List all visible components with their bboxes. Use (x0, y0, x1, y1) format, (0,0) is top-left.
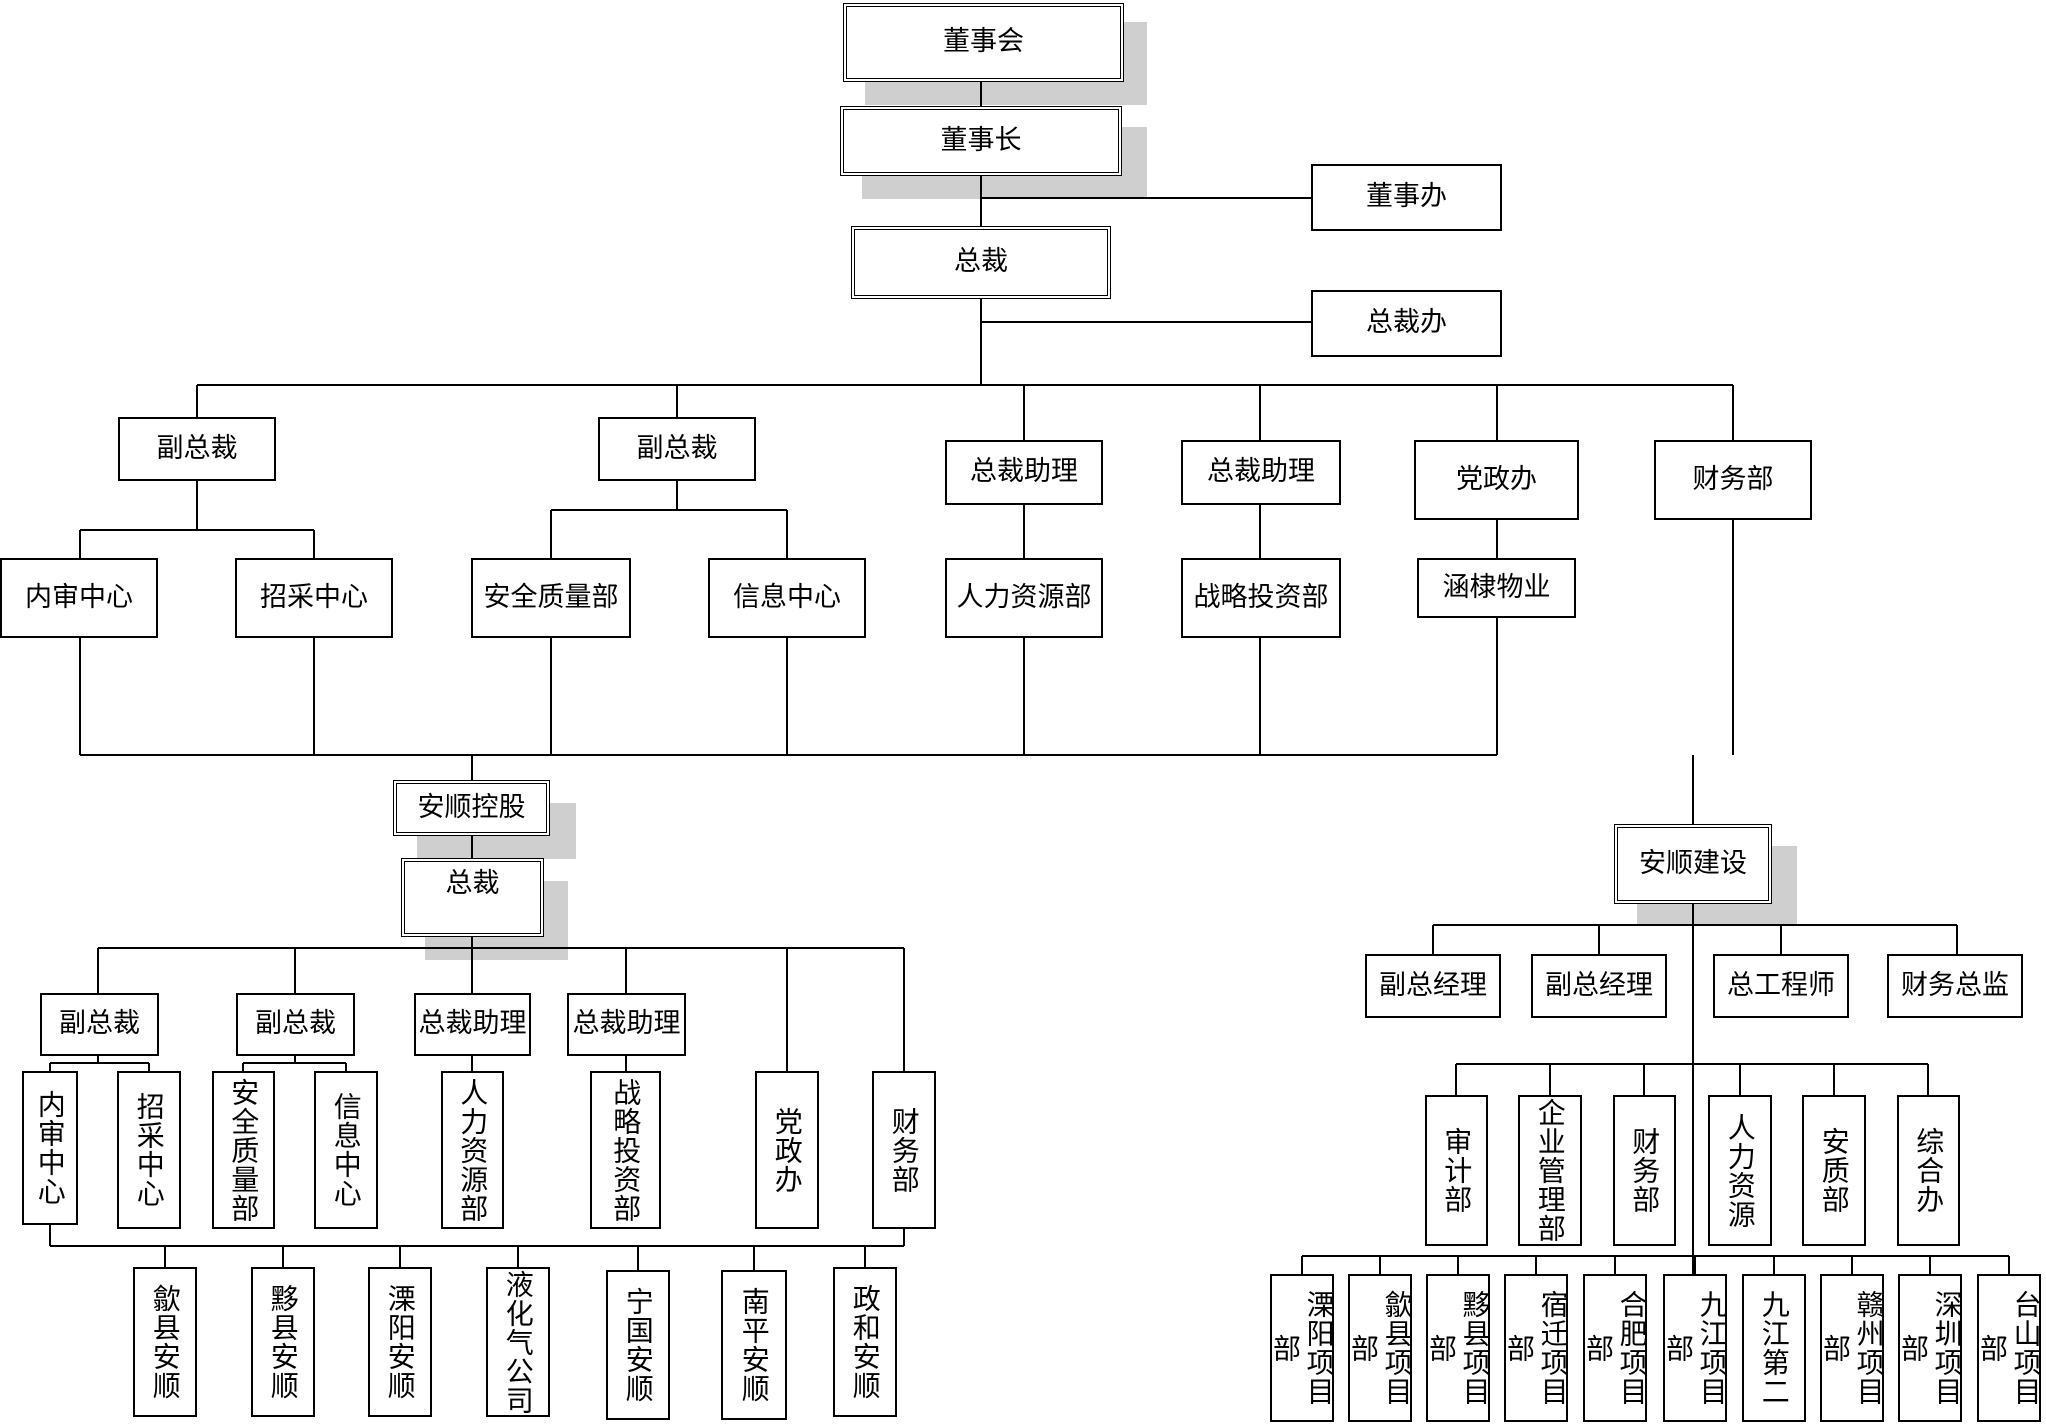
anshun-construction-box: 安顺建设 (1614, 824, 1772, 904)
holdings-sub-1-box: 歙县安顺 (133, 1267, 197, 1417)
president-assistant-1-box: 总裁助理 (945, 440, 1103, 505)
information-center-box: 信息中心 (708, 558, 866, 638)
holdings-procure-box: 招采中心 (117, 1071, 181, 1229)
board-office-box: 董事办 (1311, 164, 1502, 231)
vice-president-1-box: 副总裁 (118, 417, 276, 481)
construction-finance-box: 财务部 (1613, 1095, 1676, 1246)
holdings-sub-2-box: 黟县安顺 (251, 1267, 315, 1417)
project-dept-7-box: 九江第二 (1742, 1274, 1806, 1422)
board-of-directors-box: 董事会 (843, 3, 1124, 82)
finance-dept-box: 财务部 (1654, 440, 1812, 520)
internal-audit-center-box: 内审中心 (0, 558, 158, 638)
construction-general-office-box: 综合办 (1897, 1095, 1960, 1246)
project-dept-10-box: 台山项目部 (1976, 1274, 2043, 1422)
project-dept-6-box: 九江项目部 (1662, 1274, 1729, 1422)
cfo-box: 财务总监 (1887, 954, 2023, 1018)
project-dept-4-box: 宿迁项目部 (1503, 1274, 1570, 1422)
project-dept-2-box: 歙县项目部 (1347, 1274, 1414, 1422)
holdings-president-box: 总裁 (401, 858, 544, 937)
chief-engineer-box: 总工程师 (1713, 954, 1849, 1018)
holdings-pa-2-box: 总裁助理 (567, 993, 686, 1056)
project-dept-9-box: 深圳项目部 (1897, 1274, 1964, 1422)
deputy-gm-1-box: 副总经理 (1365, 954, 1501, 1018)
president-box: 总裁 (851, 226, 1111, 299)
party-office-box: 党政办 (1414, 440, 1579, 520)
holdings-vp-2-box: 副总裁 (236, 993, 355, 1056)
holdings-info-box: 信息中心 (314, 1071, 378, 1229)
holdings-sub-3-box: 溧阳安顺 (368, 1267, 432, 1417)
holdings-pa-1-box: 总裁助理 (414, 993, 531, 1056)
anshun-holdings-box: 安顺控股 (393, 780, 550, 836)
holdings-sub-7-box: 政和安顺 (833, 1267, 897, 1417)
vice-president-2-box: 副总裁 (598, 417, 756, 481)
construction-hr-box: 人力资源 (1708, 1095, 1772, 1246)
president-assistant-2-box: 总裁助理 (1181, 440, 1341, 505)
holdings-party-box: 党政办 (755, 1071, 819, 1229)
hr-dept-box: 人力资源部 (945, 558, 1103, 638)
deputy-gm-2-box: 副总经理 (1531, 954, 1667, 1018)
holdings-sub-4-box: 液化气公司 (486, 1267, 550, 1417)
holdings-finance-box: 财务部 (872, 1071, 936, 1229)
construction-enterprise-mgmt-box: 企业管理部 (1518, 1095, 1582, 1246)
procurement-center-box: 招采中心 (235, 558, 393, 638)
project-dept-5-box: 合肥项目部 (1582, 1274, 1649, 1422)
holdings-safety-box: 安全质量部 (212, 1071, 275, 1229)
holdings-audit-box: 内审中心 (22, 1071, 78, 1225)
construction-audit-box: 审计部 (1425, 1095, 1488, 1246)
project-dept-1-box: 溧阳项目部 (1269, 1274, 1336, 1422)
holdings-strategy-box: 战略投资部 (590, 1071, 661, 1229)
holdings-sub-6-box: 南平安顺 (721, 1270, 787, 1420)
holdings-vp-1-box: 副总裁 (40, 993, 159, 1056)
project-dept-3-box: 黟县项目部 (1425, 1274, 1492, 1422)
holdings-sub-5-box: 宁国安顺 (606, 1270, 670, 1420)
chairman-box: 董事长 (840, 106, 1122, 176)
project-dept-8-box: 赣州项目部 (1819, 1274, 1886, 1422)
strategy-investment-dept-box: 战略投资部 (1181, 558, 1341, 638)
president-office-box: 总裁办 (1311, 290, 1502, 357)
safety-quality-dept-box: 安全质量部 (471, 558, 631, 638)
holdings-hr-box: 人力资源部 (441, 1071, 504, 1229)
construction-safety-quality-box: 安质部 (1802, 1095, 1866, 1246)
hanli-property-box: 涵棣物业 (1417, 558, 1576, 618)
